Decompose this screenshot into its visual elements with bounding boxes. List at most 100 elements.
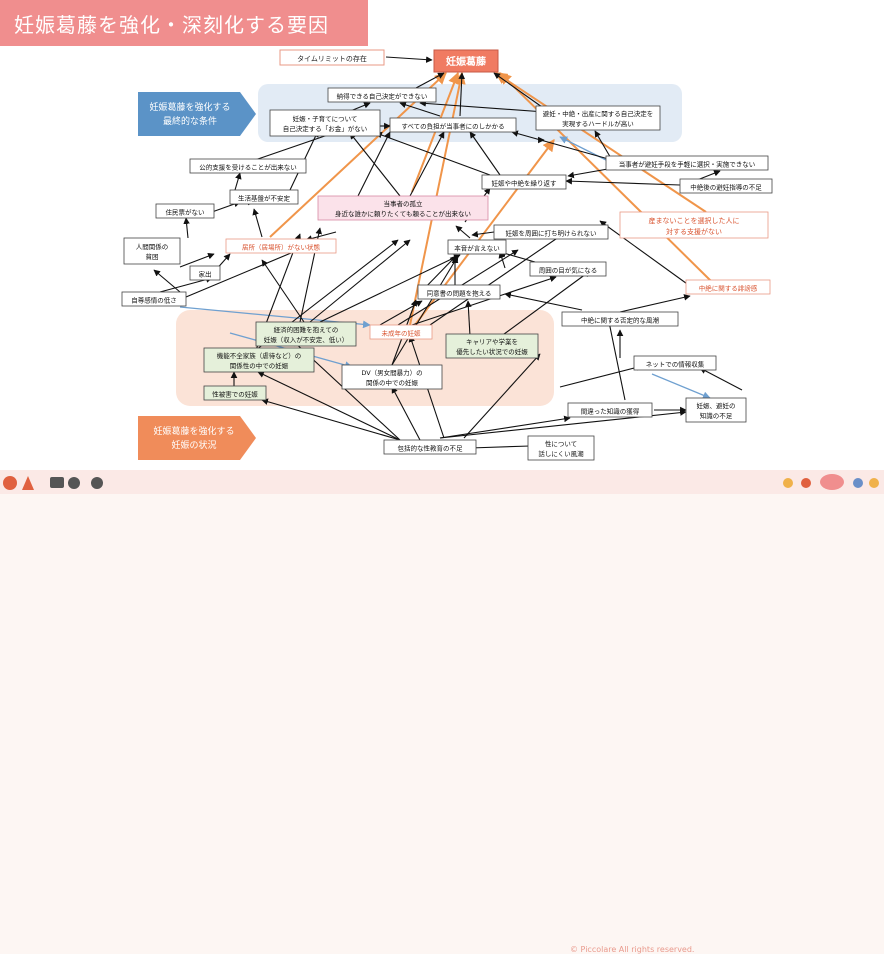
node-iede-text: 家出: [199, 270, 212, 279]
node-timelimit-text: タイムリミットの存在: [297, 54, 367, 63]
node-chuzetsugo: 中絶後の避妊指導の不足: [679, 178, 773, 194]
node-dv: DV（男女間暴力）の 関係の中での妊娠: [341, 364, 443, 390]
node-honne: 本音が言えない: [447, 239, 507, 255]
final-condition-callout: [138, 92, 256, 136]
node-chishiki: 妊娠、避妊の 知識の不足: [685, 397, 747, 423]
title-bar: 妊娠葛藤を強化・深刻化する要因: [0, 0, 368, 46]
character-icon: [853, 478, 863, 488]
pregnancy-situation-label-1: 妊娠葛藤を強化する: [153, 425, 234, 437]
node-koritsu: 当事者の孤立 身近な誰かに頼りたくても頼ることが出来ない: [317, 195, 489, 221]
page-title: 妊娠葛藤を強化・深刻化する要因: [14, 13, 329, 37]
node-kinou-text-1: 機能不全家族（虐待など）の: [217, 351, 302, 360]
node-seihigai-text: 性被害での妊娠: [212, 390, 258, 399]
node-net-text: ネットでの情報収集: [646, 360, 705, 369]
node-sanmanai: 産まないことを選択した人に 対する支援がない: [619, 211, 769, 239]
chick-icon: [801, 478, 811, 488]
node-fuchou-text-1: 性について: [545, 439, 577, 448]
node-hinin-text-2: 実現するハードルが高い: [562, 119, 634, 128]
node-honne-text: 本音が言えない: [454, 244, 500, 253]
node-koteki: 公的支援を受けることが出来ない: [189, 158, 307, 174]
node-ningen-text-2: 貧困: [146, 252, 159, 261]
node-kinou-text-2: 関係性の中での妊娠: [230, 361, 289, 370]
node-dv-text-2: 関係の中での妊娠: [366, 378, 419, 387]
pregnancy-situation-label-2: 妊娠の状況: [171, 439, 216, 451]
node-chishiki-text-1: 妊娠、避妊の: [697, 401, 736, 410]
more-options-icon[interactable]: [68, 477, 80, 489]
logo-cloud-icon: [820, 474, 844, 490]
node-shuui-text: 妊娠を周囲に打ち明けられない: [506, 229, 597, 238]
node-okane: 妊娠・子育てについて 自己決定する「お金」がない: [269, 109, 381, 137]
node-ningen: 人間関係の 貧困: [123, 237, 181, 265]
node-keizai-text-1: 経済的困難を抱えての: [274, 325, 339, 334]
node-timelimit: タイムリミットの存在: [279, 49, 385, 66]
node-hinin-text-1: 避妊・中絶・出産に関する自己決定を: [543, 109, 654, 118]
node-hinin: 避妊・中絶・出産に関する自己決定を 実現するハードルが高い: [535, 105, 661, 131]
node-ibasho: 居所（居場所）がない状態: [225, 238, 337, 254]
node-fuchou-text-2: 話しにくい風潮: [538, 449, 584, 458]
node-miseinen: 未成年の妊娠: [369, 324, 433, 340]
node-koteki-text: 公的支援を受けることが出来ない: [199, 163, 297, 172]
node-kurikaesu-text: 妊娠や中絶を繰り返す: [492, 179, 558, 188]
node-chuzetsu-hen: 中絶に関する誹謗感: [685, 279, 771, 295]
node-kurikaesu: 妊娠や中絶を繰り返す: [481, 174, 567, 190]
node-okane-text-2: 自己決定する「お金」がない: [283, 124, 368, 133]
node-career-text-1: キャリアや学業を: [466, 337, 518, 346]
footer-decorations: [3, 474, 879, 490]
copyright-text: © Piccolare All rights reserved.: [570, 945, 695, 954]
node-seikatsu-text: 生活基盤が不安定: [238, 194, 291, 203]
node-koritsu-text-2: 身近な誰かに頼りたくても頼ることが出来ない: [335, 209, 471, 218]
node-shuuime: 周囲の目が気になる: [529, 261, 607, 277]
node-ibasho-text: 居所（居場所）がない状態: [242, 243, 321, 252]
node-chuzetsugo-text: 中絶後の避妊指導の不足: [690, 183, 762, 192]
node-seikatsu: 生活基盤が不安定: [229, 189, 299, 205]
node-sanmanai-text-2: 対する支援がない: [666, 227, 722, 236]
node-chishiki-text-2: 知識の不足: [700, 411, 733, 420]
settings-icon[interactable]: [91, 477, 103, 489]
node-shudan: 当事者が避妊手段を手軽に選択・実施できない: [605, 155, 769, 171]
node-center-text: 妊娠葛藤: [446, 55, 487, 68]
node-career-text-2: 優先したい状況での妊娠: [456, 347, 528, 356]
factor-diagram: 妊娠葛藤を強化する 最終的な条件 妊娠葛藤を強化する 妊娠の状況: [121, 49, 773, 461]
node-doui-text: 同意書の問題を抱える: [427, 289, 492, 298]
node-iede: 家出: [189, 265, 221, 281]
node-futan-text: すべての負担が当事者にのしかかる: [401, 122, 504, 131]
pregnancy-situation-callout: [138, 416, 256, 460]
node-doui: 同意書の問題を抱える: [417, 284, 501, 300]
flower-icon: [869, 478, 879, 488]
node-center: 妊娠葛藤: [433, 49, 499, 73]
node-shuui: 妊娠を周囲に打ち明けられない: [493, 224, 609, 240]
final-condition-label-2: 最終的な条件: [163, 115, 217, 127]
node-seihigai: 性被害での妊娠: [203, 385, 267, 401]
node-sanmanai-text-1: 産まないことを選択した人に: [649, 216, 740, 225]
final-condition-label-1: 妊娠葛藤を強化する: [149, 101, 230, 113]
node-keizai: 経済的困難を抱えての 妊娠（収入が不安定、低い）: [255, 321, 357, 347]
captions-icon[interactable]: [50, 477, 64, 488]
node-nattoku: 納得できる自己決定ができない: [327, 87, 437, 103]
node-kinou: 機能不全家族（虐待など）の 関係性の中での妊娠: [203, 347, 315, 373]
node-juminhyo: 住民票がない: [155, 203, 215, 219]
bird-icon: [783, 478, 793, 488]
node-ningen-text-1: 人間関係の: [136, 242, 169, 251]
play-icon[interactable]: [3, 476, 17, 490]
node-jisonkan: 自尊感情の低さ: [121, 291, 187, 307]
node-machigatta-text: 間違った知識の獲得: [581, 407, 640, 416]
footer-bar: © Piccolare All rights reserved.: [0, 470, 884, 954]
node-jisonkan-text: 自尊感情の低さ: [131, 296, 177, 305]
node-okane-text-1: 妊娠・子育てについて: [293, 114, 358, 123]
node-miseinen-text: 未成年の妊娠: [382, 329, 422, 338]
node-seikyoiku: 包括的な性教育の不足: [383, 439, 477, 455]
node-futan: すべての負担が当事者にのしかかる: [389, 117, 517, 133]
node-shuuime-text: 周囲の目が気になる: [539, 266, 598, 275]
node-fuchou: 性について 話しにくい風潮: [527, 435, 595, 461]
node-net: ネットでの情報収集: [633, 355, 717, 371]
node-seikyoiku-text: 包括的な性教育の不足: [398, 444, 464, 453]
node-chuzetsu-hen-text: 中絶に関する誹謗感: [699, 284, 758, 293]
node-koritsu-text-1: 当事者の孤立: [384, 199, 424, 208]
node-juminhyo-text: 住民票がない: [166, 208, 205, 217]
node-shudan-text: 当事者が避妊手段を手軽に選択・実施できない: [619, 160, 756, 169]
node-keizai-text-2: 妊娠（収入が不安定、低い）: [264, 335, 349, 344]
node-kotei-text: 中絶に関する否定的な風潮: [581, 316, 660, 325]
node-kotei: 中絶に関する否定的な風潮: [561, 311, 679, 327]
pause-icon[interactable]: [22, 476, 34, 490]
